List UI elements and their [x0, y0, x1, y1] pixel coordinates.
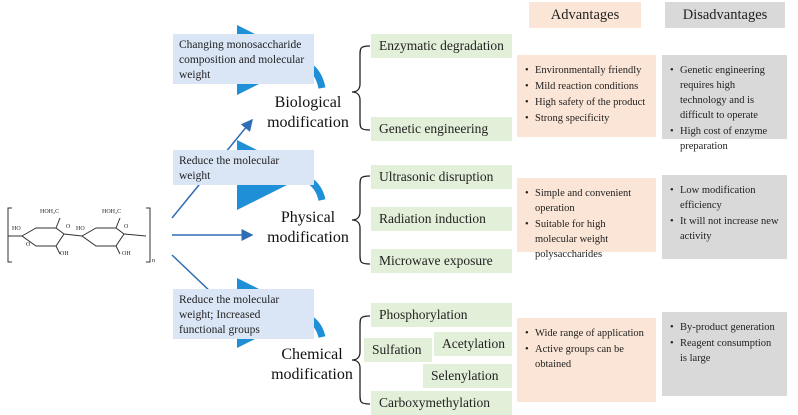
biological-effect-box: Changing monosaccharide composition and … [173, 34, 314, 84]
method-acetylation: Acetylation [434, 332, 512, 356]
structure-label-o-1: O [66, 224, 71, 230]
biological-title: Biological modification [258, 93, 358, 133]
chemical-title: Chemical modification [262, 345, 362, 385]
chemical-disadvantage-item: By-product generation [668, 320, 779, 335]
brace-physical [351, 175, 371, 265]
structure-label-hoh2c-2: HOH₂C [102, 209, 122, 215]
chemical-disadvantage-item: Reagent consumption is large [668, 336, 779, 366]
structure-label-ho-2: HO [76, 226, 85, 232]
method-carboxymethylation: Carboxymethylation [371, 391, 512, 415]
method-phosphorylation: Phosphorylation [371, 303, 512, 327]
method-sulfation: Sulfation [364, 338, 432, 362]
structure-label-n: n [152, 258, 155, 264]
method-genetic-engineering: Genetic engineering [371, 117, 512, 141]
biological-disadvantage-item: Genetic engineering requires high techno… [668, 63, 779, 123]
biological-advantage-item: Strong specificity [523, 111, 648, 126]
disadvantages-header: Disadvantages [665, 2, 785, 28]
chemical-effect-box: Reduce the molecular weight; Increased f… [173, 289, 314, 339]
structure-label-oh-2: OH [122, 251, 131, 257]
biological-advantage-item: Mild reaction conditions [523, 79, 648, 94]
biological-advantage-item: High safety of the product [523, 95, 648, 110]
method-ultrasonic-disruption: Ultrasonic disruption [371, 165, 512, 189]
chemical-title-line2: modification [271, 366, 353, 383]
biological-advantage-item: Environmentally friendly [523, 63, 648, 78]
polysaccharide-structure [7, 207, 151, 263]
structure-label-o-2: O [124, 224, 129, 230]
biological-advantages-panel: Environmentally friendly Mild reaction c… [517, 55, 656, 137]
chemical-advantage-item: Wide range of application [523, 326, 648, 341]
structure-label-oh-1: OH [60, 251, 69, 257]
structure-label-o-3: O [26, 242, 31, 248]
method-selenylation: Selenylation [423, 364, 512, 388]
method-microwave-exposure: Microwave exposure [371, 249, 512, 273]
physical-disadvantage-item: It will not increase new activity [668, 214, 779, 244]
structure-label-ho-1: HO [12, 226, 21, 232]
chemical-title-line1: Chemical [281, 346, 343, 363]
physical-title-line2: modification [267, 229, 349, 246]
physical-advantage-item: Simple and convenient operation [523, 186, 648, 216]
brace-biological [351, 45, 371, 131]
physical-advantage-item: Suitable for high molecular weight polys… [523, 217, 648, 262]
biological-disadvantages-panel: Genetic engineering requires high techno… [662, 55, 787, 152]
physical-effect-box: Reduce the molecular weight [173, 150, 314, 185]
physical-disadvantages-panel: Low modification efficiency It will not … [662, 175, 787, 259]
chemical-disadvantages-panel: By-product generation Reagent consumptio… [662, 312, 787, 396]
biological-title-line2: modification [267, 114, 349, 131]
method-radiation-induction: Radiation induction [371, 207, 512, 231]
physical-advantages-panel: Simple and convenient operation Suitable… [517, 178, 656, 260]
method-enzymatic-degradation: Enzymatic degradation [371, 34, 512, 58]
structure-label-hoh2c-1: HOH₂C [40, 209, 60, 215]
biological-title-line1: Biological [274, 94, 342, 111]
biological-disadvantage-item: High cost of enzyme preparation [668, 124, 779, 154]
chemical-advantages-panel: Wide range of application Active groups … [517, 318, 656, 402]
physical-title: Physical modification [258, 208, 358, 248]
advantages-header: Advantages [529, 2, 641, 28]
physical-title-line1: Physical [280, 209, 336, 226]
brace-chemical [351, 315, 371, 405]
physical-disadvantage-item: Low modification efficiency [668, 183, 779, 213]
chemical-advantage-item: Active groups can be obtained [523, 342, 648, 372]
